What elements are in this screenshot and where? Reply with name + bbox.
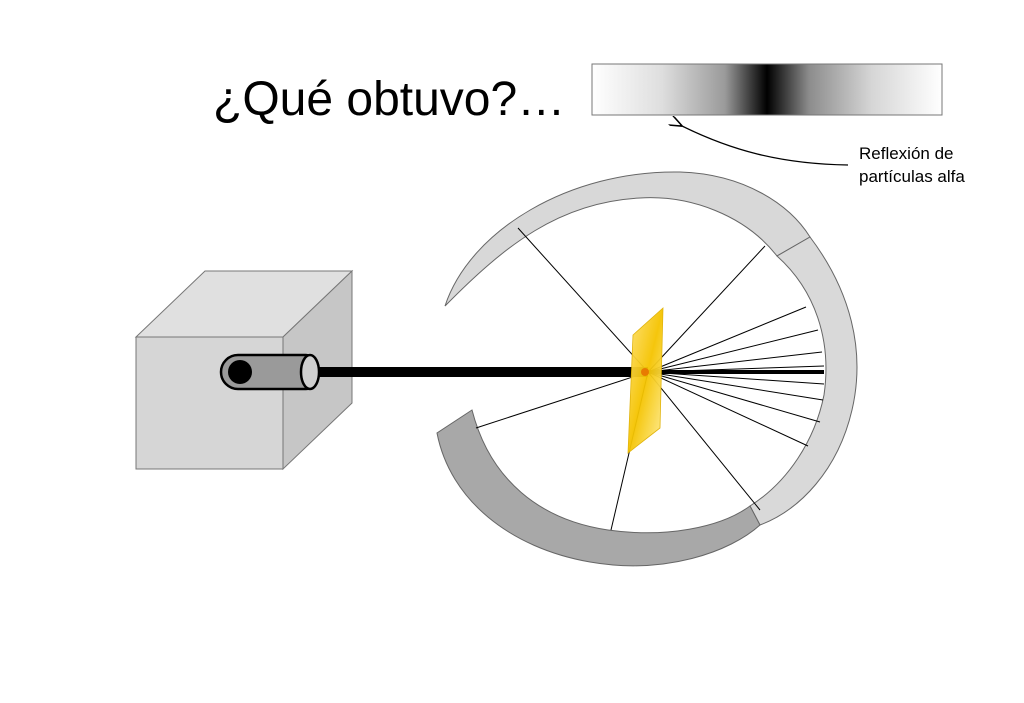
scattering-lines bbox=[475, 227, 825, 531]
detector-screen-upper bbox=[444, 171, 811, 307]
caption-line-1: Reflexión de bbox=[859, 144, 954, 163]
detector-screen-right bbox=[749, 236, 858, 526]
gold-foil bbox=[627, 307, 664, 454]
page-title: ¿Qué obtuvo?… bbox=[213, 73, 566, 126]
emitter-cylinder bbox=[219, 353, 321, 391]
foil-impact-point bbox=[641, 368, 649, 376]
film-caption: Reflexión de partículas alfa bbox=[859, 142, 1019, 188]
detector-screen-lower bbox=[436, 409, 761, 567]
caption-line-2: partículas alfa bbox=[859, 167, 965, 186]
radioactive-sample bbox=[228, 360, 252, 384]
caption-arrow bbox=[680, 125, 849, 166]
photographic-film-strip bbox=[591, 63, 943, 116]
